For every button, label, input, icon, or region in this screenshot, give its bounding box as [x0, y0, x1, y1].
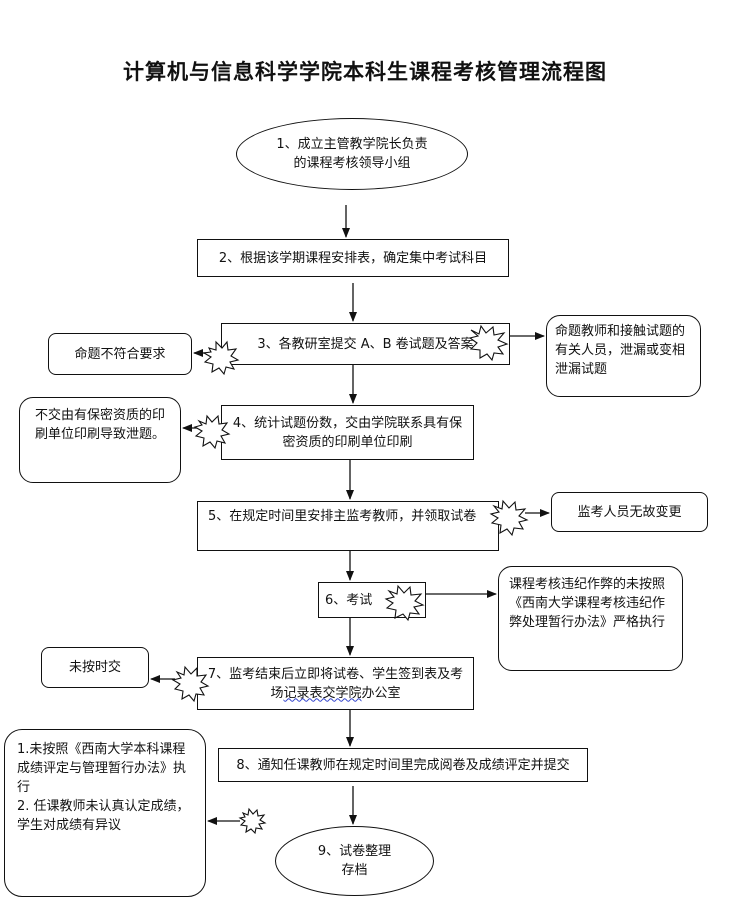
step-2-box: 2、根据该学期课程安排表，确定集中考试科目 [197, 239, 509, 277]
note-3-right-text: 命题教师和接触试题的有关人员，泄漏或变相泄漏试题 [555, 324, 686, 377]
note-5-right-text: 监考人员无故变更 [577, 504, 682, 520]
note-3-left: 命题不符合要求 [48, 333, 192, 375]
note-8-item-1: 1.未按照《西南大学本科课程成绩评定与管理暂行办法》执行 [17, 742, 187, 795]
starburst-icon-8-left [238, 807, 267, 835]
note-4-left-text: 不交由有保密资质的印刷单位印刷导致泄题。 [34, 408, 165, 442]
starburst-icon-3-left [202, 340, 240, 376]
step-3-box: 3、各教研室提交 A、B 卷试题及答案 [221, 323, 510, 365]
step-7-wavy: 记录表交学院 [283, 685, 362, 701]
note-8-left: 1.未按照《西南大学本科课程成绩评定与管理暂行办法》执行 2. 任课教师未认真认… [4, 729, 206, 897]
starburst-icon-5-right [489, 499, 529, 537]
note-7-left-text: 未按时交 [68, 660, 121, 675]
starburst-icon-3-right [468, 324, 509, 362]
step-9-oval: 9、试卷整理存档 [275, 826, 434, 896]
note-8-item-2: 2. 任课教师未认真认定成绩，学生对成绩有异议 [17, 799, 190, 833]
step-1-text: 1、成立主管教学院长负责的课程考核领导小组 [276, 137, 428, 171]
step-4-box: 4、统计试题份数，交由学院联系具有保密资质的印刷单位印刷 [221, 405, 474, 460]
note-7-left: 未按时交 [41, 647, 149, 688]
page-title: 计算机与信息科学学院本科生课程考核管理流程图 [123, 60, 607, 84]
step-7-line1: 7、监考结束后立即将试卷、学生签到表及考场 [207, 666, 464, 701]
starburst-icon-6-right [384, 584, 425, 622]
step-8-box: 8、通知任课教师在规定时间里完成阅卷及成绩评定并提交 [218, 748, 588, 782]
step-5-box: 5、在规定时间里安排主监考教师，并领取试卷 [197, 501, 499, 551]
step-5-text: 5、在规定时间里安排主监考教师，并领取试卷 [208, 509, 477, 524]
note-6-right-text: 课程考核违纪作弊的未按照《西南大学课程考核违纪作弊处理暂行办法》严格执行 [509, 577, 666, 630]
note-5-right: 监考人员无故变更 [551, 492, 708, 532]
step-7-text: 7、监考结束后立即将试卷、学生签到表及考场记录表交学院办公室 [204, 665, 467, 703]
step-1-oval: 1、成立主管教学院长负责的课程考核领导小组 [236, 118, 468, 190]
step-7-line2: 办公室 [361, 685, 401, 701]
step-4-text: 4、统计试题份数，交由学院联系具有保密资质的印刷单位印刷 [232, 415, 463, 450]
starburst-icon-7-left [171, 665, 210, 703]
note-4-left: 不交由有保密资质的印刷单位印刷导致泄题。 [19, 397, 181, 483]
step-2-text: 2、根据该学期课程安排表，确定集中考试科目 [218, 250, 488, 266]
note-6-right: 课程考核违纪作弊的未按照《西南大学课程考核违纪作弊处理暂行办法》严格执行 [498, 566, 683, 671]
step-9-text: 9、试卷整理存档 [317, 844, 392, 878]
step-3-text: 3、各教研室提交 A、B 卷试题及答案 [257, 336, 474, 352]
step-7-box: 7、监考结束后立即将试卷、学生签到表及考场记录表交学院办公室 [197, 657, 474, 710]
note-3-left-text: 命题不符合要求 [74, 346, 166, 362]
note-3-right: 命题教师和接触试题的有关人员，泄漏或变相泄漏试题 [546, 315, 701, 397]
starburst-icon-4-left [193, 414, 231, 450]
step-8-text: 8、通知任课教师在规定时间里完成阅卷及成绩评定并提交 [236, 757, 570, 773]
step-6-text: 6、考试 [325, 592, 373, 608]
